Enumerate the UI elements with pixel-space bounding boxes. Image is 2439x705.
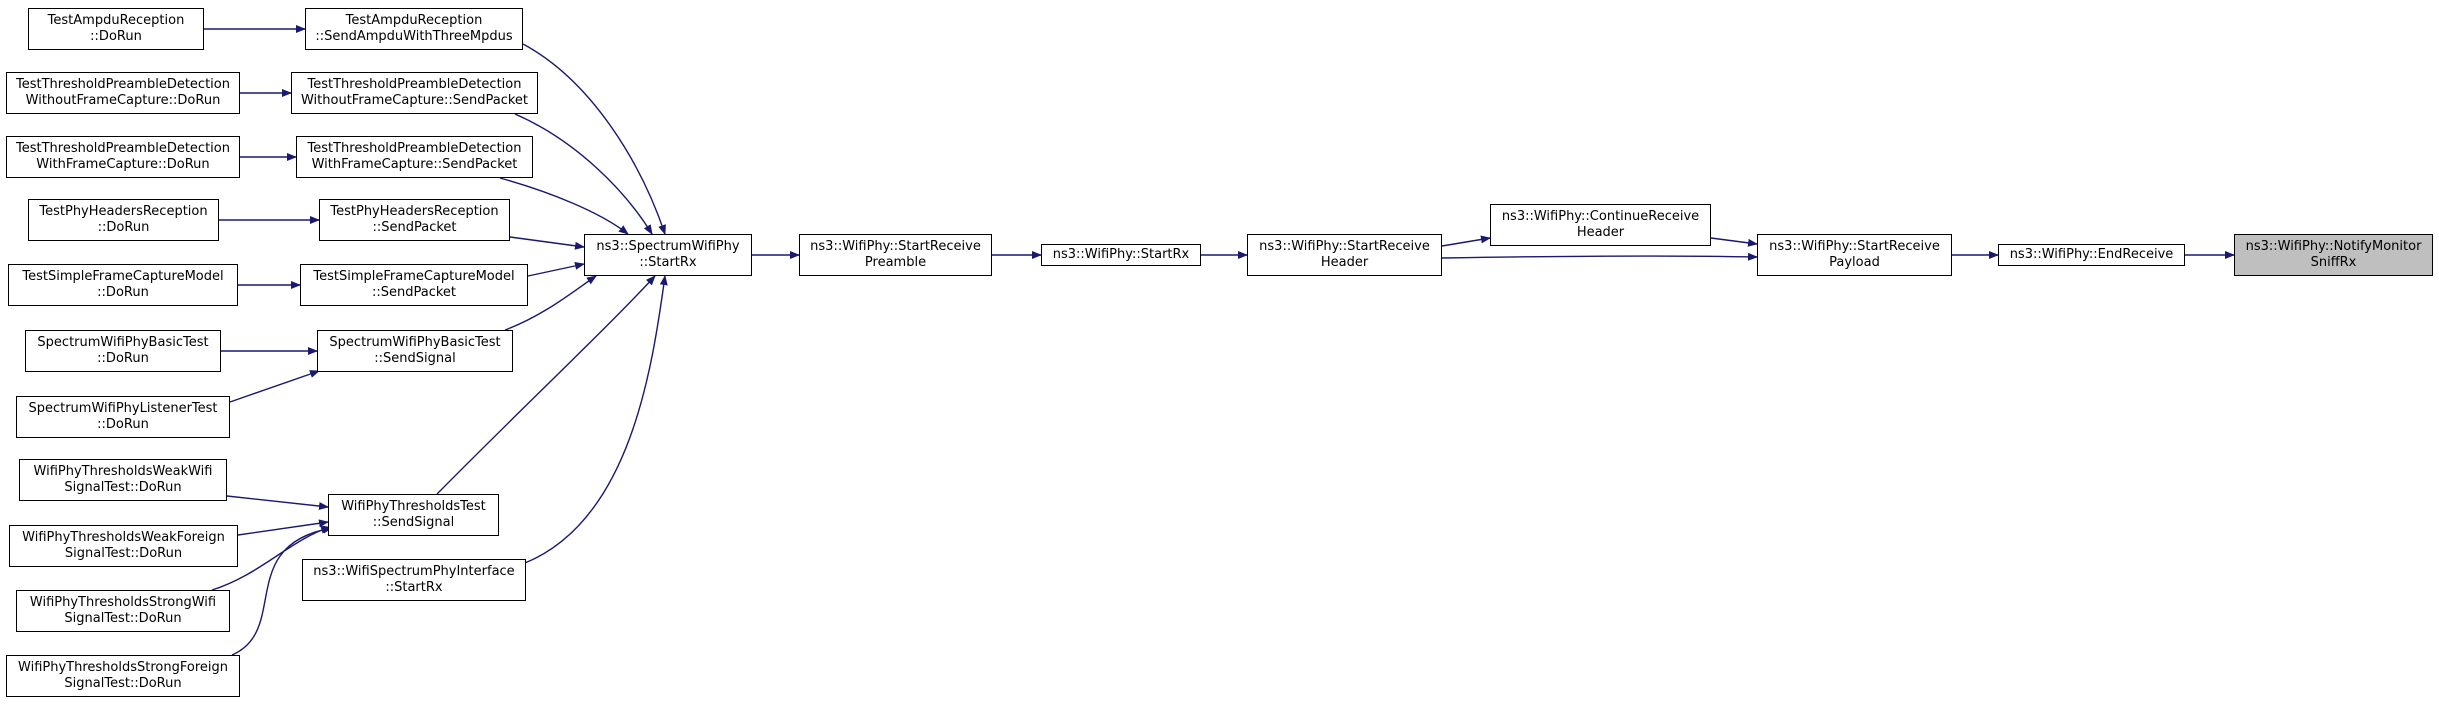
node-label-1: WifiPhyThresholdsStrongForeign xyxy=(18,660,228,675)
node-label-1: TestThresholdPreambleDetection xyxy=(307,77,522,92)
node-test-simple-frame-capture-model-sendpacket[interactable]: TestSimpleFrameCaptureModel ::SendPacket xyxy=(300,264,528,306)
node-wifi-phy-thresholds-strong-foreign-dorun[interactable]: WifiPhyThresholdsStrongForeign SignalTes… xyxy=(6,655,240,697)
node-label-2: ::SendAmpduWithThreeMpdus xyxy=(315,29,513,44)
edge-crh-to-srpl xyxy=(1710,237,1758,247)
edge-wspi-to-swp-startrx xyxy=(524,275,668,564)
node-label-2: Header xyxy=(1576,225,1625,240)
node-tpd-with-frame-capture-sendpacket[interactable]: TestThresholdPreambleDetection WithFrame… xyxy=(296,136,533,178)
node-wifi-spectrum-phy-interface-startrx[interactable]: ns3::WifiSpectrumPhyInterface ::StartRx xyxy=(302,559,526,601)
edge-sfcm-send-to-swp-startrx xyxy=(527,261,585,277)
node-label-2: SignalTest::DoRun xyxy=(64,611,182,626)
node-spectrum-wifi-phy-startrx[interactable]: ns3::SpectrumWifiPhy ::StartRx xyxy=(584,234,752,276)
node-label-2: ::DoRun xyxy=(97,285,149,300)
node-label-1: WifiPhyThresholdsWeakForeign xyxy=(22,530,225,545)
node-label-2: Header xyxy=(1320,255,1369,270)
edge-srh-to-crh xyxy=(1441,235,1491,247)
edge-wtt-send-to-swp-startrx xyxy=(436,275,656,495)
node-label-1: ns3::WifiPhy::StartReceive xyxy=(1259,239,1430,254)
node-label-1: ns3::WifiPhy::NotifyMonitor xyxy=(2245,239,2422,254)
edge-wtwf-dorun-to-wtt-send xyxy=(237,519,329,536)
node-label-2: SniffRx xyxy=(2310,255,2357,270)
node-spectrum-wifi-phy-basic-test-sendsignal[interactable]: SpectrumWifiPhyBasicTest ::SendSignal xyxy=(317,330,513,372)
node-label-2: ::SendSignal xyxy=(372,515,455,530)
edge-swpbt-send-to-swp-startrx xyxy=(504,275,597,331)
node-label-2: ::DoRun xyxy=(97,417,149,432)
node-label-2: Preamble xyxy=(864,255,927,270)
node-label-2: SignalTest::DoRun xyxy=(64,546,183,561)
node-wifi-phy-thresholds-strong-wifi-dorun[interactable]: WifiPhyThresholdsStrongWifi SignalTest::… xyxy=(16,590,230,632)
node-label-1: ns3::WifiPhy::StartReceive xyxy=(1769,239,1940,254)
node-label-2: SignalTest::DoRun xyxy=(64,676,182,691)
node-label-1: TestThresholdPreambleDetection xyxy=(16,77,230,92)
node-label-2: WithoutFrameCapture::DoRun xyxy=(25,93,221,108)
edge-wtsf-dorun-to-wtt-send xyxy=(231,525,333,656)
node-label-2: ::DoRun xyxy=(90,29,142,44)
node-wifi-phy-thresholds-test-sendsignal[interactable]: WifiPhyThresholdsTest ::SendSignal xyxy=(328,494,499,536)
node-test-ampdu-reception-send-ampdu[interactable]: TestAmpduReception ::SendAmpduWithThreeM… xyxy=(305,8,523,50)
node-label-2: SignalTest::DoRun xyxy=(64,480,182,495)
node-wifi-phy-thresholds-weak-wifi-dorun[interactable]: WifiPhyThresholdsWeakWifi SignalTest::Do… xyxy=(19,459,227,501)
edge-wtw-dorun-to-wtt-send xyxy=(226,495,329,511)
edge-tpd-wo-send-to-swp-startrx xyxy=(514,113,653,235)
node-label-2: Payload xyxy=(1829,255,1880,270)
node-wifi-phy-thresholds-weak-foreign-dorun[interactable]: WifiPhyThresholdsWeakForeign SignalTest:… xyxy=(9,525,238,567)
node-label-1: ns3::SpectrumWifiPhy xyxy=(596,239,740,254)
node-label-1: WifiPhyThresholdsTest xyxy=(341,499,486,514)
node-label-2: ::DoRun xyxy=(97,351,149,366)
node-label-1: TestAmpduReception xyxy=(47,13,185,28)
node-wifi-phy-start-receive-payload[interactable]: ns3::WifiPhy::StartReceive Payload xyxy=(1757,234,1952,276)
node-label-2: ::SendSignal xyxy=(374,351,456,366)
edge-srh-to-srpl xyxy=(1441,252,1758,261)
node-label-1: SpectrumWifiPhyBasicTest xyxy=(37,335,209,350)
node-label-1: ns3::WifiPhy::StartRx xyxy=(1052,247,1190,262)
node-wifi-phy-continue-receive-header[interactable]: ns3::WifiPhy::ContinueReceive Header xyxy=(1490,204,1711,246)
node-label-1: ns3::WifiPhy::EndReceive xyxy=(2009,247,2174,262)
node-label-1: TestPhyHeadersReception xyxy=(330,204,499,219)
node-label-1: TestPhyHeadersReception xyxy=(39,204,208,219)
edge-ampdu-send-to-swp-startrx xyxy=(522,43,666,235)
node-label-2: ::SendPacket xyxy=(372,220,457,235)
node-label-1: WifiPhyThresholdsWeakWifi xyxy=(33,464,213,479)
node-label-1: TestThresholdPreambleDetection xyxy=(16,141,230,156)
node-label-2: ::DoRun xyxy=(97,220,150,235)
node-label-1: TestAmpduReception xyxy=(345,13,483,28)
node-test-ampdu-reception-dorun[interactable]: TestAmpduReception ::DoRun xyxy=(28,8,204,50)
node-label-1: TestThresholdPreambleDetection xyxy=(307,141,522,156)
node-wifi-phy-start-receive-header[interactable]: ns3::WifiPhy::StartReceive Header xyxy=(1247,234,1442,276)
node-test-phy-headers-reception-dorun[interactable]: TestPhyHeadersReception ::DoRun xyxy=(28,199,219,241)
node-wifi-phy-notify-monitor-sniff-rx: ns3::WifiPhy::NotifyMonitor SniffRx xyxy=(2234,234,2433,276)
node-wifi-phy-start-receive-preamble[interactable]: ns3::WifiPhy::StartReceive Preamble xyxy=(799,234,992,276)
node-label-2: WithFrameCapture::SendPacket xyxy=(311,157,518,172)
node-label-1: TestSimpleFrameCaptureModel xyxy=(313,269,515,284)
node-label-1: ns3::WifiPhy::ContinueReceive xyxy=(1501,209,1700,224)
node-spectrum-wifi-phy-basic-test-dorun[interactable]: SpectrumWifiPhyBasicTest ::DoRun xyxy=(25,330,221,372)
node-label-1: TestSimpleFrameCaptureModel xyxy=(22,269,224,284)
node-label-2: ::StartRx xyxy=(639,255,697,270)
node-wifi-phy-end-receive[interactable]: ns3::WifiPhy::EndReceive xyxy=(1998,244,2185,266)
node-tpd-with-frame-capture-dorun[interactable]: TestThresholdPreambleDetection WithFrame… xyxy=(6,136,240,178)
node-test-simple-frame-capture-model-dorun[interactable]: TestSimpleFrameCaptureModel ::DoRun xyxy=(8,264,238,306)
node-tpd-without-frame-capture-dorun[interactable]: TestThresholdPreambleDetection WithoutFr… xyxy=(6,72,240,114)
edge-tpd-w-send-to-swp-startrx xyxy=(499,177,629,235)
node-label-1: SpectrumWifiPhyBasicTest xyxy=(329,335,501,350)
node-spectrum-wifi-phy-listener-test-dorun[interactable]: SpectrumWifiPhyListenerTest ::DoRun xyxy=(16,396,230,438)
node-wifi-phy-startrx[interactable]: ns3::WifiPhy::StartRx xyxy=(1041,244,1201,266)
node-label-2: WithoutFrameCapture::SendPacket xyxy=(300,93,529,108)
node-label-2: ::StartRx xyxy=(385,580,443,595)
node-label-2: WithFrameCapture::DoRun xyxy=(36,157,210,172)
node-test-phy-headers-reception-sendpacket[interactable]: TestPhyHeadersReception ::SendPacket xyxy=(319,199,510,241)
edge-swplt-dorun-to-swpbt-send xyxy=(229,370,320,403)
node-label-2: ::SendPacket xyxy=(371,285,457,300)
node-label-1: ns3::WifiPhy::StartReceive xyxy=(810,239,981,254)
node-tpd-without-frame-capture-sendpacket[interactable]: TestThresholdPreambleDetection WithoutFr… xyxy=(291,72,538,114)
node-label-1: SpectrumWifiPhyListenerTest xyxy=(28,401,218,416)
node-label-1: WifiPhyThresholdsStrongWifi xyxy=(29,595,217,610)
node-label-1: ns3::WifiSpectrumPhyInterface xyxy=(313,564,515,579)
edge-phyhdr-send-to-swp-startrx xyxy=(509,236,585,250)
